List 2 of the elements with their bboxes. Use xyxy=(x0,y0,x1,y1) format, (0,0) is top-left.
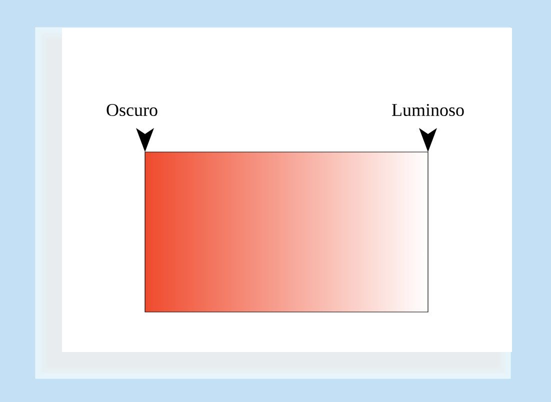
scale-label: Oscuro xyxy=(106,104,158,116)
scale-label: Luminoso xyxy=(392,104,464,116)
